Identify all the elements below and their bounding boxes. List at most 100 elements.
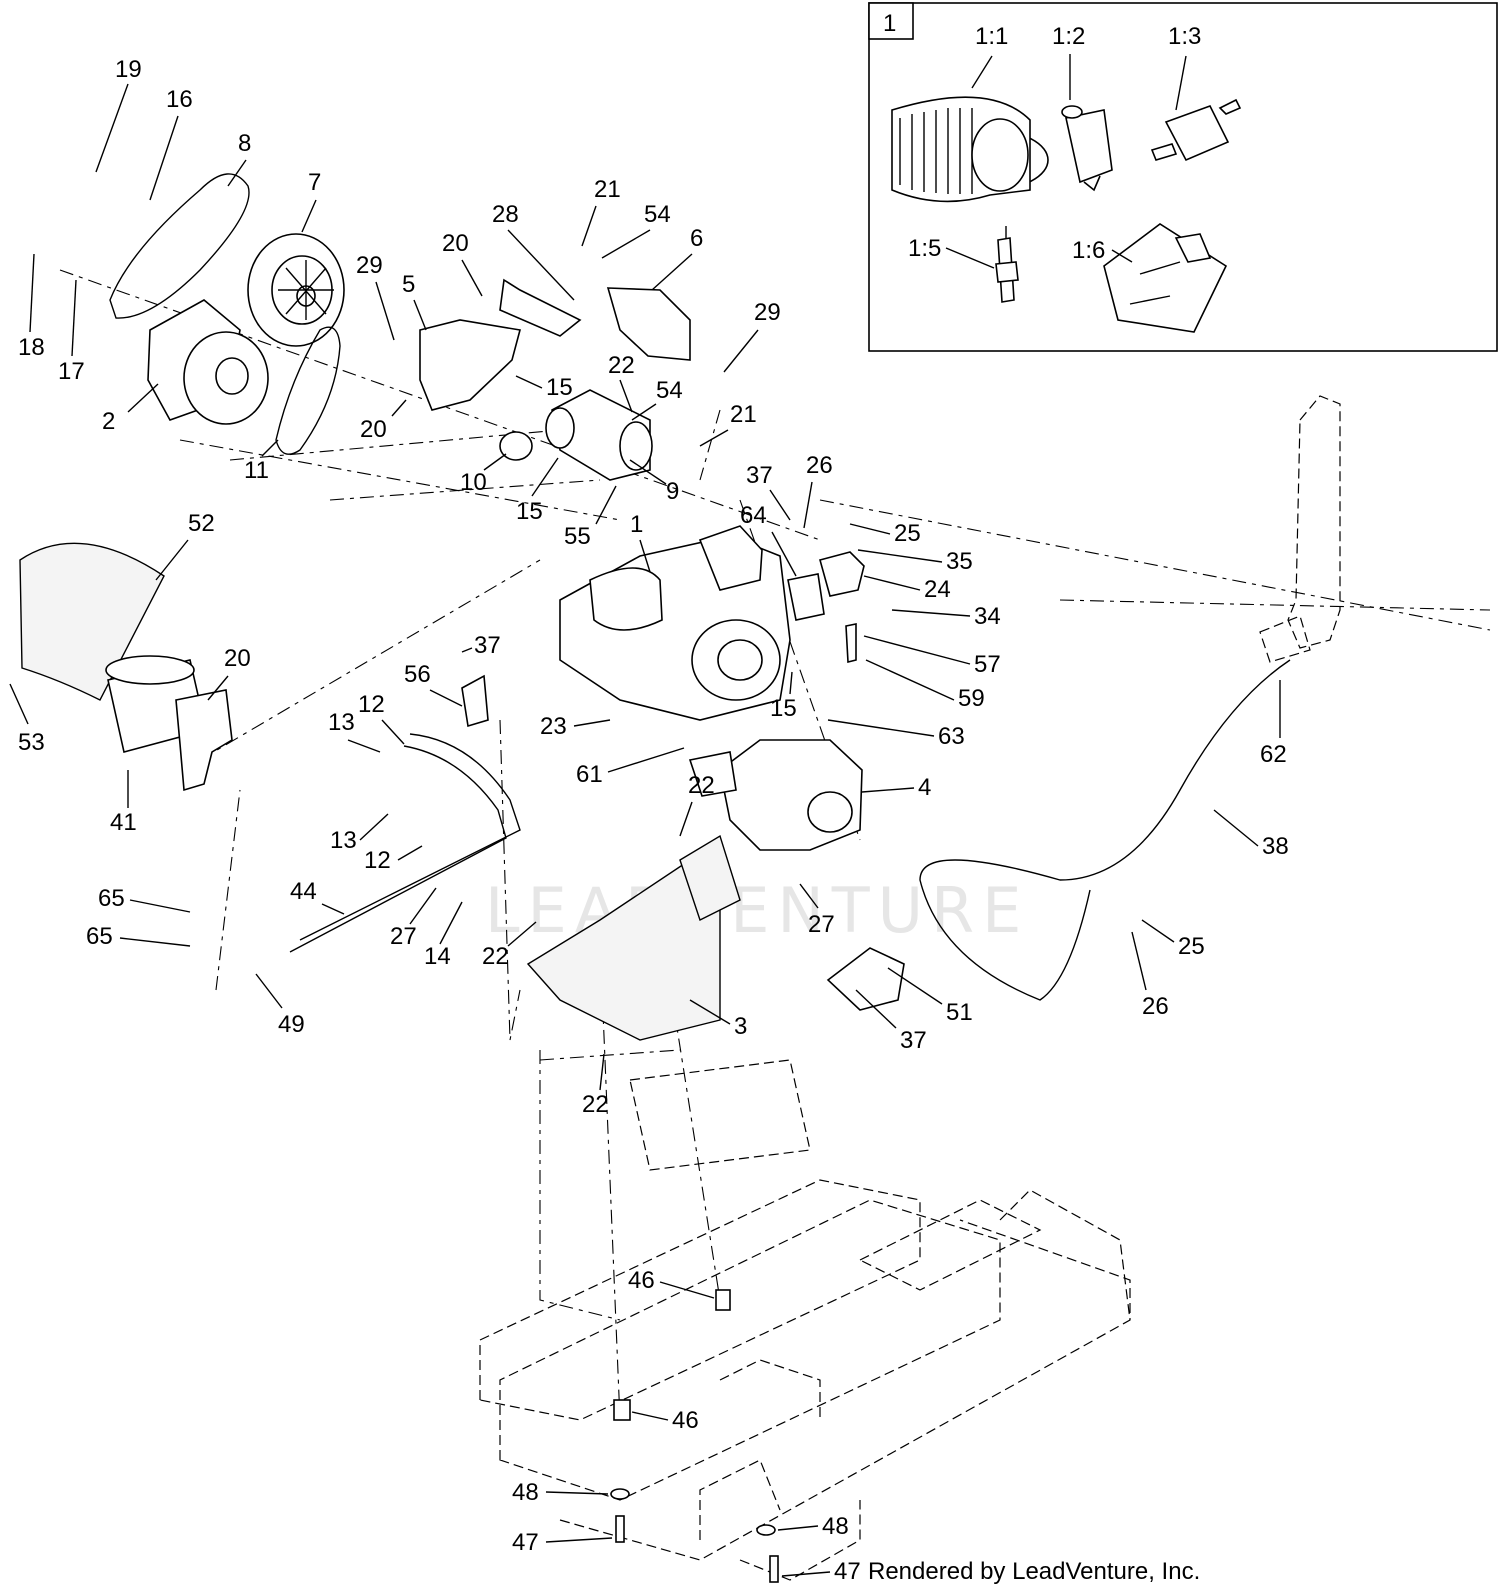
bracket-icon bbox=[606, 287, 691, 361]
callout-label: 24 bbox=[924, 576, 951, 603]
callout-label: 47 bbox=[512, 1529, 539, 1556]
callout-label: 20 bbox=[224, 645, 251, 672]
fuel-filter-icon bbox=[1061, 105, 1113, 192]
callout-label: 62 bbox=[1260, 741, 1287, 768]
callout-label: 22 bbox=[582, 1091, 609, 1118]
callout-label: 5 bbox=[402, 271, 415, 298]
callout-label: 23 bbox=[540, 713, 567, 740]
callout-label: 17 bbox=[58, 358, 85, 385]
callout-label: 10 bbox=[460, 469, 487, 496]
callout-label: 15 bbox=[546, 374, 573, 401]
drive-clutch-icon bbox=[147, 299, 269, 425]
callout-label: 59 bbox=[958, 685, 985, 712]
callout-label: 54 bbox=[644, 201, 671, 228]
callout-label: 27 bbox=[808, 911, 835, 938]
bracket-icon bbox=[826, 947, 905, 1011]
callout-label: 15 bbox=[770, 695, 797, 722]
regulator-icon bbox=[787, 573, 825, 621]
callout-label: 61 bbox=[576, 761, 603, 788]
credit-text: Rendered by LeadVenture, Inc. bbox=[868, 1558, 1200, 1585]
callout-label: 13 bbox=[328, 709, 355, 736]
callout-label: 25 bbox=[894, 520, 921, 547]
spark-plug-icon bbox=[995, 226, 1019, 303]
callout-label: 47 bbox=[834, 1558, 861, 1585]
callout-label: 37 bbox=[900, 1027, 927, 1054]
callout-label: 2 bbox=[102, 408, 115, 435]
throttle-bracket-icon bbox=[819, 551, 865, 597]
callout-label: 4 bbox=[918, 774, 931, 801]
inset-label: 1:3 bbox=[1168, 23, 1201, 50]
callout-label: 52 bbox=[188, 510, 215, 537]
engine-mount-icon bbox=[715, 1289, 731, 1311]
callout-label: 46 bbox=[672, 1407, 699, 1434]
air-filter-icon bbox=[891, 96, 1049, 203]
plate-flange-icon bbox=[679, 834, 741, 921]
callout-label: 54 bbox=[656, 377, 683, 404]
callout-label: 56 bbox=[404, 661, 431, 688]
washer-icon bbox=[610, 1488, 630, 1500]
callout-label: 53 bbox=[18, 729, 45, 756]
callout-label: 19 bbox=[115, 56, 142, 83]
starter-motor-icon bbox=[545, 389, 653, 481]
callout-label: 21 bbox=[594, 176, 621, 203]
callout-label: 48 bbox=[822, 1513, 849, 1540]
exhaust-tube-icon bbox=[299, 733, 521, 941]
callout-label: 46 bbox=[628, 1267, 655, 1294]
inset-label: 1:1 bbox=[975, 23, 1008, 50]
callout-label: 15 bbox=[516, 498, 543, 525]
control-module-icon bbox=[1103, 223, 1228, 333]
callout-label: 37 bbox=[474, 632, 501, 659]
callout-label: 65 bbox=[86, 923, 113, 950]
callout-label: 34 bbox=[974, 603, 1001, 630]
callout-label: 18 bbox=[18, 334, 45, 361]
callout-label: 20 bbox=[442, 230, 469, 257]
bracket-icon bbox=[461, 674, 489, 728]
drive-belt-icon bbox=[109, 173, 250, 319]
callout-label: 57 bbox=[974, 651, 1001, 678]
inline-filter-icon bbox=[1150, 98, 1242, 162]
callout-label: 11 bbox=[244, 457, 269, 484]
callout-label: 44 bbox=[290, 878, 317, 905]
chassis-frame bbox=[479, 1059, 1131, 1581]
driven-pulley-icon bbox=[247, 233, 345, 347]
callout-label: 7 bbox=[308, 169, 321, 196]
heat-shield-icon bbox=[19, 542, 165, 701]
bracket-icon bbox=[419, 319, 521, 411]
callout-label: 12 bbox=[358, 691, 385, 718]
bracket-icon bbox=[499, 278, 582, 337]
callout-label: 22 bbox=[608, 352, 635, 379]
inset-title: 1 bbox=[883, 10, 896, 37]
rear-frame-tower bbox=[1259, 395, 1341, 663]
callout-label: 16 bbox=[166, 86, 193, 113]
callout-label: 55 bbox=[564, 523, 591, 550]
callout-label: 27 bbox=[390, 923, 417, 950]
callout-label: 13 bbox=[330, 827, 357, 854]
engine-icon bbox=[559, 525, 791, 721]
callout-label: 21 bbox=[730, 401, 757, 428]
callout-label: 9 bbox=[666, 478, 679, 505]
callout-label: 22 bbox=[482, 943, 509, 970]
callout-label: 20 bbox=[360, 416, 387, 443]
callout-label: 48 bbox=[512, 1479, 539, 1506]
callout-label: 29 bbox=[356, 252, 383, 279]
callout-label: 63 bbox=[938, 723, 965, 750]
bolt-icon bbox=[769, 1555, 779, 1583]
callout-label: 6 bbox=[690, 225, 703, 252]
callout-label: 3 bbox=[734, 1013, 747, 1040]
belt-icon bbox=[275, 326, 341, 455]
callout-label: 8 bbox=[238, 130, 251, 157]
exhaust-tube-icon bbox=[289, 745, 507, 953]
inset-kit-box: 1 1: bbox=[868, 2, 1498, 352]
callout-label: 22 bbox=[688, 772, 715, 799]
washer-icon bbox=[756, 1524, 776, 1536]
callout-label: 38 bbox=[1262, 833, 1289, 860]
throttle-cable-icon bbox=[919, 659, 1291, 1001]
inset-label: 1:5 bbox=[908, 235, 941, 262]
inset-label: 1:2 bbox=[1052, 23, 1085, 50]
callout-label: 29 bbox=[754, 299, 781, 326]
inset-label: 1:6 bbox=[1072, 237, 1105, 264]
callout-label: 35 bbox=[946, 548, 973, 575]
callout-label: 26 bbox=[1142, 993, 1169, 1020]
